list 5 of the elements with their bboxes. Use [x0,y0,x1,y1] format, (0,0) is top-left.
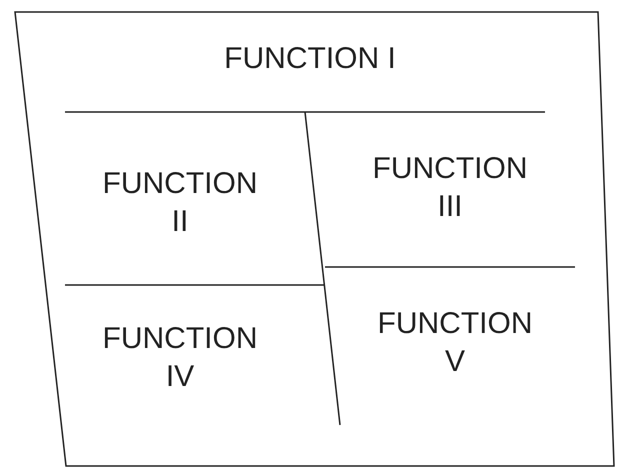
function-label: FUNCTION II [102,166,258,240]
function-label: FUNCTION IV [102,321,258,394]
function-label: FUNCTION III [372,151,528,224]
function-label: FUNCTION V [376,306,534,380]
heading-text: FUNCTION I [223,41,397,77]
